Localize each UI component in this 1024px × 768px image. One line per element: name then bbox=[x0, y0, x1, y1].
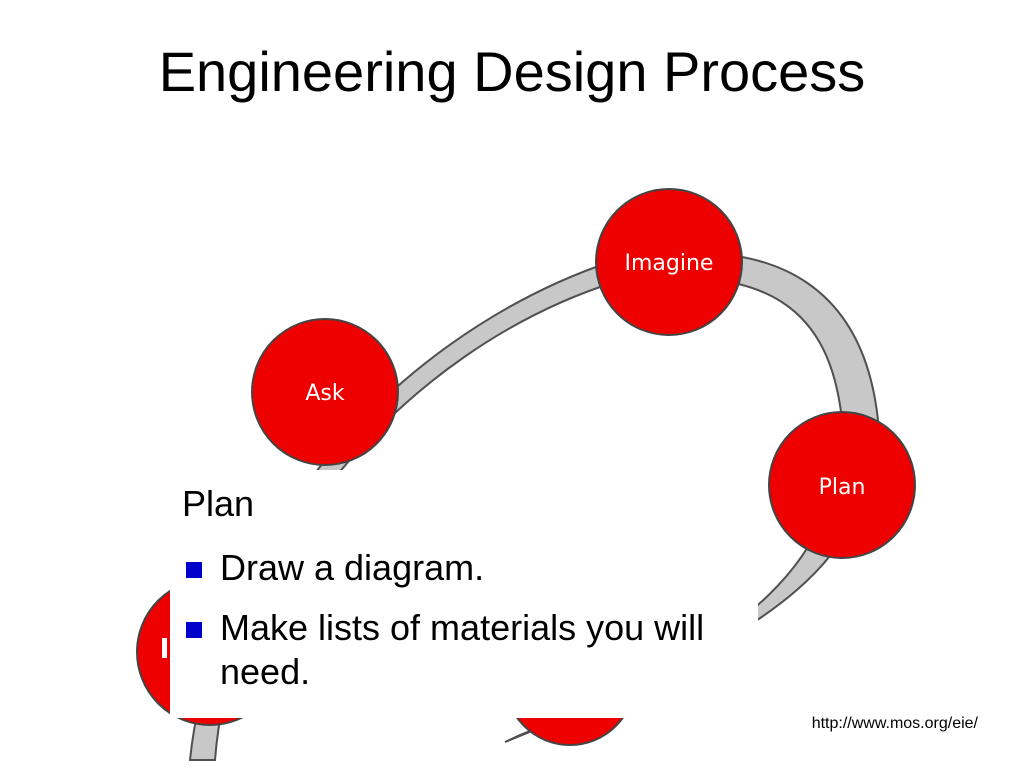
step-label-fragment bbox=[162, 638, 167, 658]
box-heading: Plan bbox=[182, 483, 255, 524]
plan-text-box: Plan Draw a diagram. Make lists of mater… bbox=[170, 470, 758, 718]
step-label: Imagine bbox=[625, 251, 714, 276]
step-ask: Ask bbox=[251, 318, 399, 466]
bullet-item: Make lists of materials you will need. bbox=[182, 606, 742, 694]
step-circle bbox=[768, 411, 916, 559]
source-url: http://www.mos.org/eie/ bbox=[811, 715, 978, 732]
bullet-text: Make lists of materials you will need. bbox=[220, 607, 705, 692]
square-bullet-icon bbox=[186, 562, 202, 578]
bullet-text: Draw a diagram. bbox=[220, 547, 485, 588]
bullet-item: Draw a diagram. bbox=[182, 546, 742, 590]
step-circle bbox=[595, 188, 743, 336]
step-label: Ask bbox=[305, 381, 345, 406]
square-bullet-icon bbox=[186, 622, 202, 638]
step-circle bbox=[251, 318, 399, 466]
step-label: Plan bbox=[819, 475, 866, 500]
slide-title: Engineering Design Process bbox=[158, 40, 866, 103]
step-imagine: Imagine bbox=[595, 188, 743, 336]
step-plan: Plan bbox=[768, 411, 916, 559]
bullet-list: Draw a diagram. Make lists of materials … bbox=[182, 546, 742, 710]
cycle-arc bbox=[188, 251, 880, 761]
